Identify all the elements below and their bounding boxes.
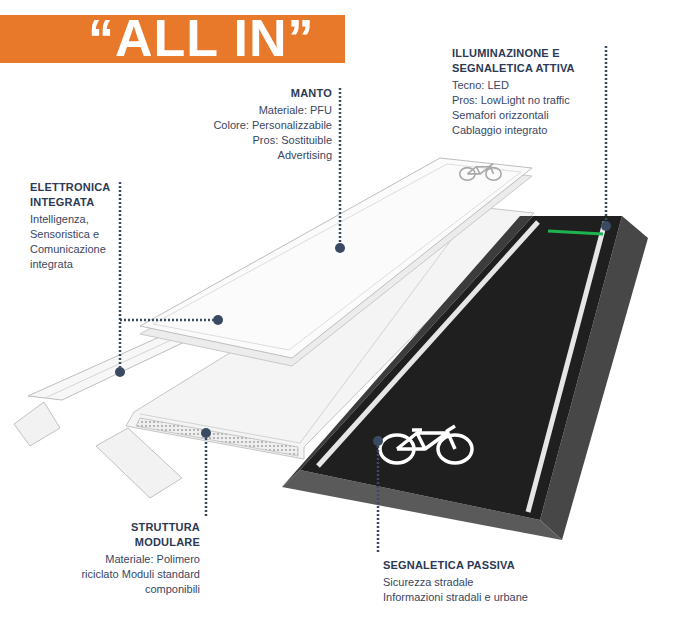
callout-text: Materiale: PFU [162,103,332,118]
lane-line [318,222,538,466]
end-wedge [14,402,60,446]
callout-text: Sicurezza stradale [383,575,603,590]
callout-heading: SEGNALETICA PASSIVA [383,558,603,573]
leader-dot [335,243,345,253]
signage-callout: SEGNALETICA PASSIVA Sicurezza stradaleInf… [383,558,603,605]
callout-heading: ILLUMINAZINONE E SEGNALETICA ATTIVA [452,46,600,76]
callout-text: Intelligenza, Sensoristica e Comunicazio… [30,212,114,272]
leader-line [339,88,342,243]
bike-symbol [380,426,472,463]
end-wedge [96,428,182,498]
leader-dots [115,221,611,446]
diagram-title: “ALL IN” [88,14,315,63]
cover-bike-icon [460,164,501,181]
leader-dot [201,428,211,438]
module-surface [300,216,622,520]
callout-heading: MANTO [162,86,332,101]
callout-text: Pros: LowLight no traffic [452,93,600,108]
callout-text: Semafori orizzontali [452,108,600,123]
callout-text: Informazioni stradali e urbane [383,590,603,605]
leader-dot [115,367,125,377]
structure-callout: STRUTTURA MODULAREMateriale: Polimero ri… [70,520,200,597]
leader-line [377,446,380,554]
title-band [0,15,345,63]
manto-callout: MANTO Materiale: PFUColore: Personalizzab… [162,86,332,163]
leader-dot [601,221,611,231]
electronics-callout: ELETTRONICA INTEGRATAIntelligenza, Senso… [30,180,114,272]
callout-text: Advertising [162,148,332,163]
callout-text: Materiale: Polimero riciclato Moduli sta… [70,552,200,597]
leader-line [119,182,122,367]
callout-heading: STRUTTURA MODULARE [70,520,200,550]
leader-line [120,319,213,322]
callout-text: Cablaggio integrato [452,123,600,138]
leader-line [205,438,208,516]
leader-dot [213,315,223,325]
leader-lines [120,46,606,554]
leader-line [605,46,608,221]
led-strip [548,231,603,234]
leader-dot [373,436,383,446]
callout-text: Tecno: LED [452,78,600,93]
callout-text: Pros: Sostituible [162,133,332,148]
lane-line [528,222,605,512]
callout-heading: ELETTRONICA INTEGRATA [30,180,114,210]
callout-text: Colore: Personalizzabile [162,118,332,133]
tray-hatch [136,418,298,456]
lighting-callout: ILLUMINAZINONE E SEGNALETICA ATTIVA Tecno… [452,46,600,138]
